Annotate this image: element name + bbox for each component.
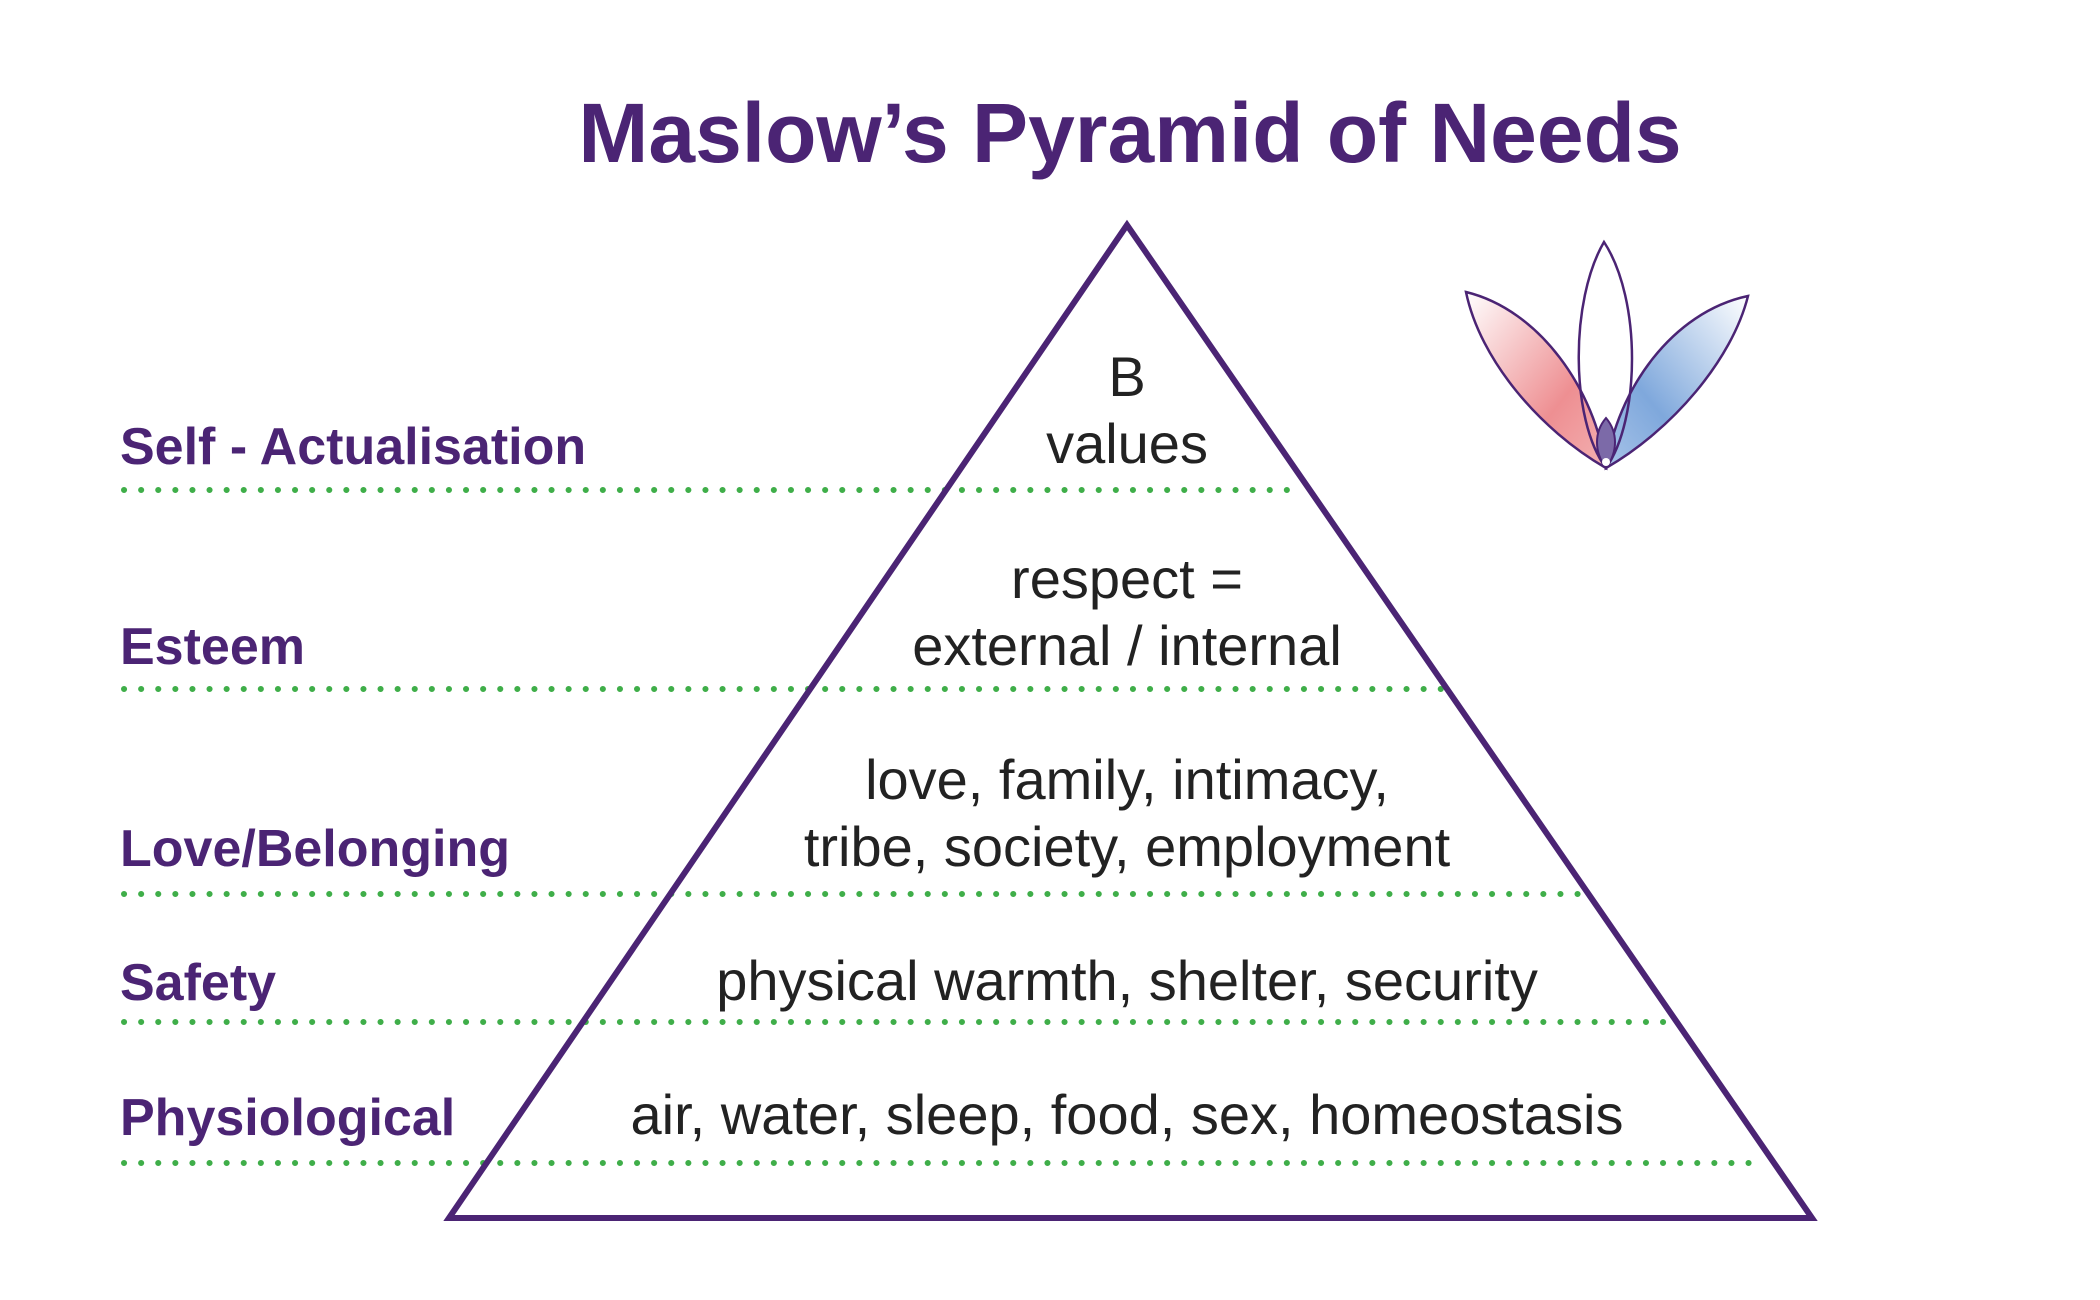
lotus-icon bbox=[1464, 239, 1750, 471]
lotus-petal-right bbox=[1604, 294, 1750, 471]
level-content-physiological-line-1: air, water, sleep, food, sex, homeostasi… bbox=[631, 1083, 1624, 1146]
level-content-self-actualisation-line-1: B bbox=[1108, 345, 1145, 408]
level-content-esteem-line-2: external / internal bbox=[912, 614, 1342, 677]
pyramid-outline bbox=[443, 219, 1818, 1221]
page-title: Maslow’s Pyramid of Needs bbox=[578, 86, 1681, 180]
level-label-self-actualisation: Self - Actualisation bbox=[120, 418, 586, 476]
lotus-core-dot bbox=[1602, 458, 1610, 466]
level-content-esteem-line-1: respect = bbox=[1011, 547, 1243, 610]
level-content-self-actualisation-line-2: values bbox=[1046, 412, 1208, 475]
level-label-love-belonging: Love/Belonging bbox=[120, 820, 510, 878]
lotus-petal-center bbox=[1577, 239, 1634, 471]
level-label-physiological: Physiological bbox=[120, 1089, 455, 1147]
level-content-love-belonging-line-1: love, family, intimacy, bbox=[865, 748, 1389, 811]
level-content-safety-line-1: physical warmth, shelter, security bbox=[716, 949, 1538, 1012]
lotus-petal-left bbox=[1464, 290, 1608, 471]
level-label-safety: Safety bbox=[120, 954, 276, 1012]
level-content-love-belonging-line-2: tribe, society, employment bbox=[804, 815, 1451, 878]
lotus-core bbox=[1596, 416, 1616, 470]
level-label-esteem: Esteem bbox=[120, 618, 305, 676]
